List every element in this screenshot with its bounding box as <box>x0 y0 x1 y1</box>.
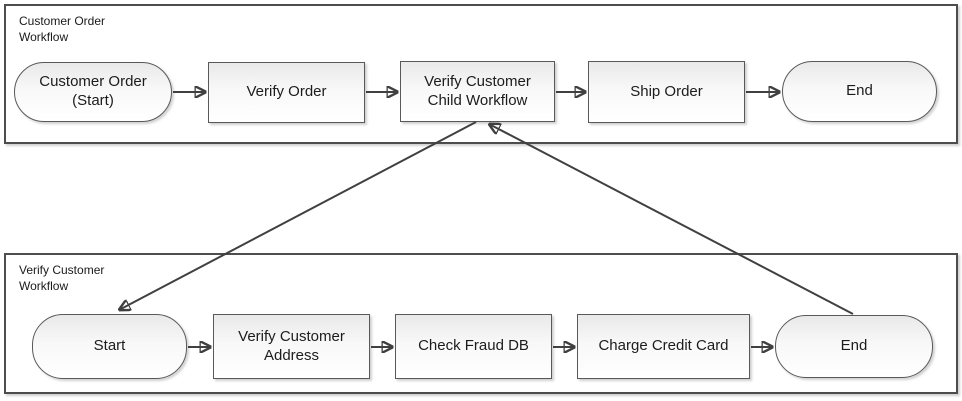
node-label: Verify Order <box>246 83 327 101</box>
node-end-customer-order[interactable]: End <box>782 61 937 122</box>
node-charge-credit-card[interactable]: Charge Credit Card <box>577 314 750 379</box>
node-label: End <box>840 337 868 355</box>
node-check-fraud-db[interactable]: Check Fraud DB <box>395 314 552 379</box>
node-verify-order[interactable]: Verify Order <box>208 62 365 123</box>
node-label: Ship Order <box>630 82 703 100</box>
node-verify-customer-child-workflow[interactable]: Verify Customer Child Workflow <box>400 61 555 122</box>
node-label: Charge Credit Card <box>598 337 729 355</box>
customer-order-workflow-title: Customer Order Workflow <box>19 14 106 45</box>
node-label: End <box>846 82 873 100</box>
node-label: Check Fraud DB <box>418 337 529 355</box>
node-label: Customer Order (Start) <box>39 73 147 109</box>
node-start-verify-customer[interactable]: Start <box>32 314 187 379</box>
node-label: Verify Customer Address <box>238 327 345 364</box>
node-end-verify-customer[interactable]: End <box>775 315 933 378</box>
node-customer-order-start[interactable]: Customer Order (Start) <box>14 62 172 122</box>
node-ship-order[interactable]: Ship Order <box>588 61 745 123</box>
node-verify-customer-address[interactable]: Verify Customer Address <box>213 314 370 379</box>
node-label: Start <box>93 337 126 355</box>
verify-customer-workflow-title: Verify Customer Workflow <box>19 263 105 294</box>
node-label: Verify Customer Child Workflow <box>424 72 531 109</box>
